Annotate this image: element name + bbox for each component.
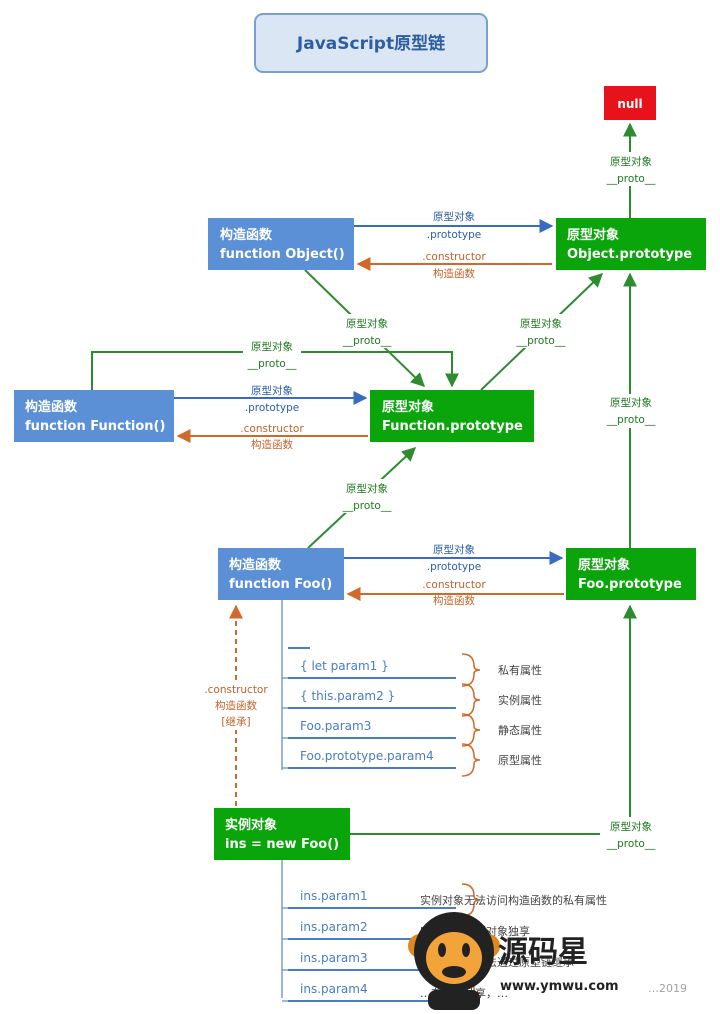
label-bg bbox=[338, 314, 396, 348]
edge-label-proto-cn: 原型对象 bbox=[346, 317, 388, 330]
foo-constructor-box bbox=[218, 548, 344, 600]
edge-label-proto-key: __proto__ bbox=[606, 173, 656, 185]
foo-member-text: Foo.param3 bbox=[300, 719, 371, 733]
edge-label-constructor: .constructor bbox=[422, 579, 486, 591]
function-constructor-box bbox=[14, 390, 174, 442]
foo-member-row: { this.param2 } 实例属性 bbox=[282, 683, 542, 717]
edge-label-proto-cn: 原型对象 bbox=[520, 317, 562, 330]
object-proto-line1: 原型对象 bbox=[567, 227, 619, 243]
label-bg bbox=[196, 680, 276, 730]
ins-member-brace bbox=[461, 883, 481, 917]
arrow-instance-to-fooproto bbox=[350, 604, 637, 835]
object-proto-line2: Object.prototype bbox=[567, 247, 692, 262]
instance-line2: ins = new Foo() bbox=[225, 837, 339, 852]
foo-member-note: 静态属性 bbox=[498, 723, 542, 737]
ins-member-text: ins.param1 bbox=[300, 889, 368, 903]
foo-member-row: Foo.prototype.param4 原型属性 bbox=[282, 743, 542, 777]
foo-member-text: Foo.prototype.param4 bbox=[300, 749, 434, 763]
foo-member-note: 私有属性 bbox=[498, 663, 542, 677]
object-ctor-line1: 构造函数 bbox=[220, 227, 273, 243]
edge-label-prototype: .prototype bbox=[427, 229, 482, 241]
null-box bbox=[604, 86, 656, 120]
foo-ctor-line1: 构造函数 bbox=[229, 557, 282, 573]
edge-label-constructor: .constructor bbox=[204, 684, 268, 696]
ins-member-note: 实例对象无法访问构造函数的私有属性 bbox=[420, 893, 607, 907]
edge-label-proto-cn: 原型对象 bbox=[610, 396, 652, 409]
function-ctor-line1: 构造函数 bbox=[25, 399, 78, 415]
function-prototype-box bbox=[370, 390, 534, 442]
edge-label-proto-key: __proto__ bbox=[342, 335, 392, 347]
function-ctor-line2: function Function() bbox=[25, 419, 165, 434]
foo-proto-line1: 原型对象 bbox=[578, 557, 630, 573]
object-constructor-box bbox=[208, 218, 354, 270]
label-bg bbox=[600, 394, 662, 428]
label-bg bbox=[243, 340, 301, 374]
title-box bbox=[254, 13, 488, 73]
object-prototype-box bbox=[556, 218, 706, 270]
watermark-logo bbox=[408, 912, 500, 1010]
edge-label-constructor-cn: 构造函数 bbox=[433, 594, 475, 607]
edge-label-proto-cn: 原型对象 bbox=[433, 543, 475, 556]
watermark: 源码星 www.ymwu.com …2019 bbox=[408, 912, 714, 1010]
edge-label-constructor: .constructor bbox=[422, 251, 486, 263]
diagram-title: JavaScript原型链 bbox=[296, 33, 446, 54]
foo-prototype-box bbox=[566, 548, 696, 600]
object-ctor-line2: function Object() bbox=[220, 247, 345, 262]
edge-label-prototype: .prototype bbox=[427, 561, 482, 573]
edge-label-proto-cn: 原型对象 bbox=[346, 482, 388, 495]
ins-member-text: ins.param3 bbox=[300, 951, 368, 965]
label-bg bbox=[512, 314, 570, 348]
instance-line1: 实例对象 bbox=[225, 817, 277, 833]
edge-label-constructor-cn: 构造函数 bbox=[215, 699, 257, 712]
edge-label-proto-key: __proto__ bbox=[606, 414, 656, 426]
label-bg bbox=[600, 817, 662, 851]
foo-member-text: { this.param2 } bbox=[300, 689, 395, 703]
foo-members-list: { let param1 } 私有属性 { this.param2 } 实例属性 Foo… bbox=[282, 653, 542, 777]
foo-member-brace bbox=[461, 683, 481, 717]
foo-member-note: 原型属性 bbox=[498, 753, 542, 767]
ins-member-text: ins.param4 bbox=[300, 982, 368, 996]
foo-proto-line2: Foo.prototype bbox=[578, 577, 682, 592]
foo-member-text: { let param1 } bbox=[300, 659, 389, 673]
edge-label-constructor-cn: 构造函数 bbox=[433, 267, 475, 280]
foo-member-note: 实例属性 bbox=[498, 693, 542, 707]
edge-label-constructor-cn: 构造函数 bbox=[251, 438, 293, 451]
edge-label-proto-cn: 原型对象 bbox=[610, 820, 652, 833]
edge-label-proto-key: __proto__ bbox=[342, 500, 392, 512]
label-bg bbox=[600, 152, 662, 186]
foo-member-brace bbox=[461, 713, 481, 747]
edge-label-proto-cn: 原型对象 bbox=[251, 340, 293, 353]
instance-box bbox=[214, 808, 350, 860]
edge-label-proto-cn: 原型对象 bbox=[433, 210, 475, 223]
null-label: null bbox=[617, 97, 642, 111]
ins-member-text: ins.param2 bbox=[300, 920, 368, 934]
edge-label-prototype: .prototype bbox=[245, 402, 300, 414]
edge-label-proto-key: __proto__ bbox=[606, 838, 656, 850]
watermark-extra: …2019 bbox=[648, 982, 687, 995]
edge-label-inherit: [继承] bbox=[221, 715, 250, 728]
foo-member-brace bbox=[461, 653, 481, 687]
edge-label-proto-key: __proto__ bbox=[247, 358, 297, 370]
edge-label-proto-key: __proto__ bbox=[516, 335, 566, 347]
watermark-brand: 源码星 bbox=[498, 935, 588, 970]
ins-member-row: ins.param1 实例对象无法访问构造函数的私有属性 bbox=[282, 883, 607, 917]
foo-ctor-line2: function Foo() bbox=[229, 577, 332, 592]
edge-label-constructor: .constructor bbox=[240, 423, 304, 435]
function-proto-line1: 原型对象 bbox=[382, 399, 434, 415]
foo-member-row: { let param1 } 私有属性 bbox=[282, 653, 542, 687]
function-proto-line2: Function.prototype bbox=[382, 419, 523, 434]
edge-label-proto-cn: 原型对象 bbox=[610, 155, 652, 168]
watermark-url: www.ymwu.com bbox=[500, 979, 619, 994]
watermark-bg bbox=[602, 975, 714, 999]
foo-member-row: Foo.param3 静态属性 bbox=[282, 713, 542, 747]
label-bg bbox=[338, 479, 396, 513]
edge-label-proto-cn: 原型对象 bbox=[251, 384, 293, 397]
foo-member-brace bbox=[461, 743, 481, 777]
